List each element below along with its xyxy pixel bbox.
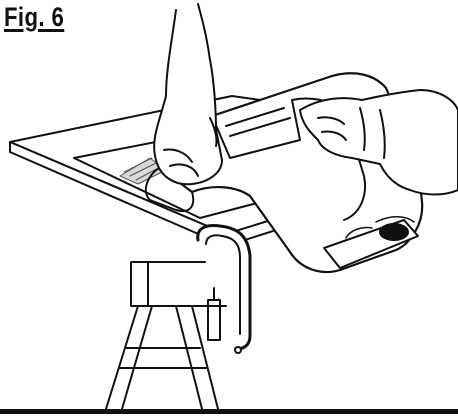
- sawhorse: [105, 261, 220, 410]
- ground-line: [0, 409, 458, 414]
- right-hand: [299, 89, 458, 196]
- figure-label: Fig. 6: [4, 2, 65, 32]
- left-hand: [153, 3, 223, 186]
- c-clamp: [196, 224, 252, 354]
